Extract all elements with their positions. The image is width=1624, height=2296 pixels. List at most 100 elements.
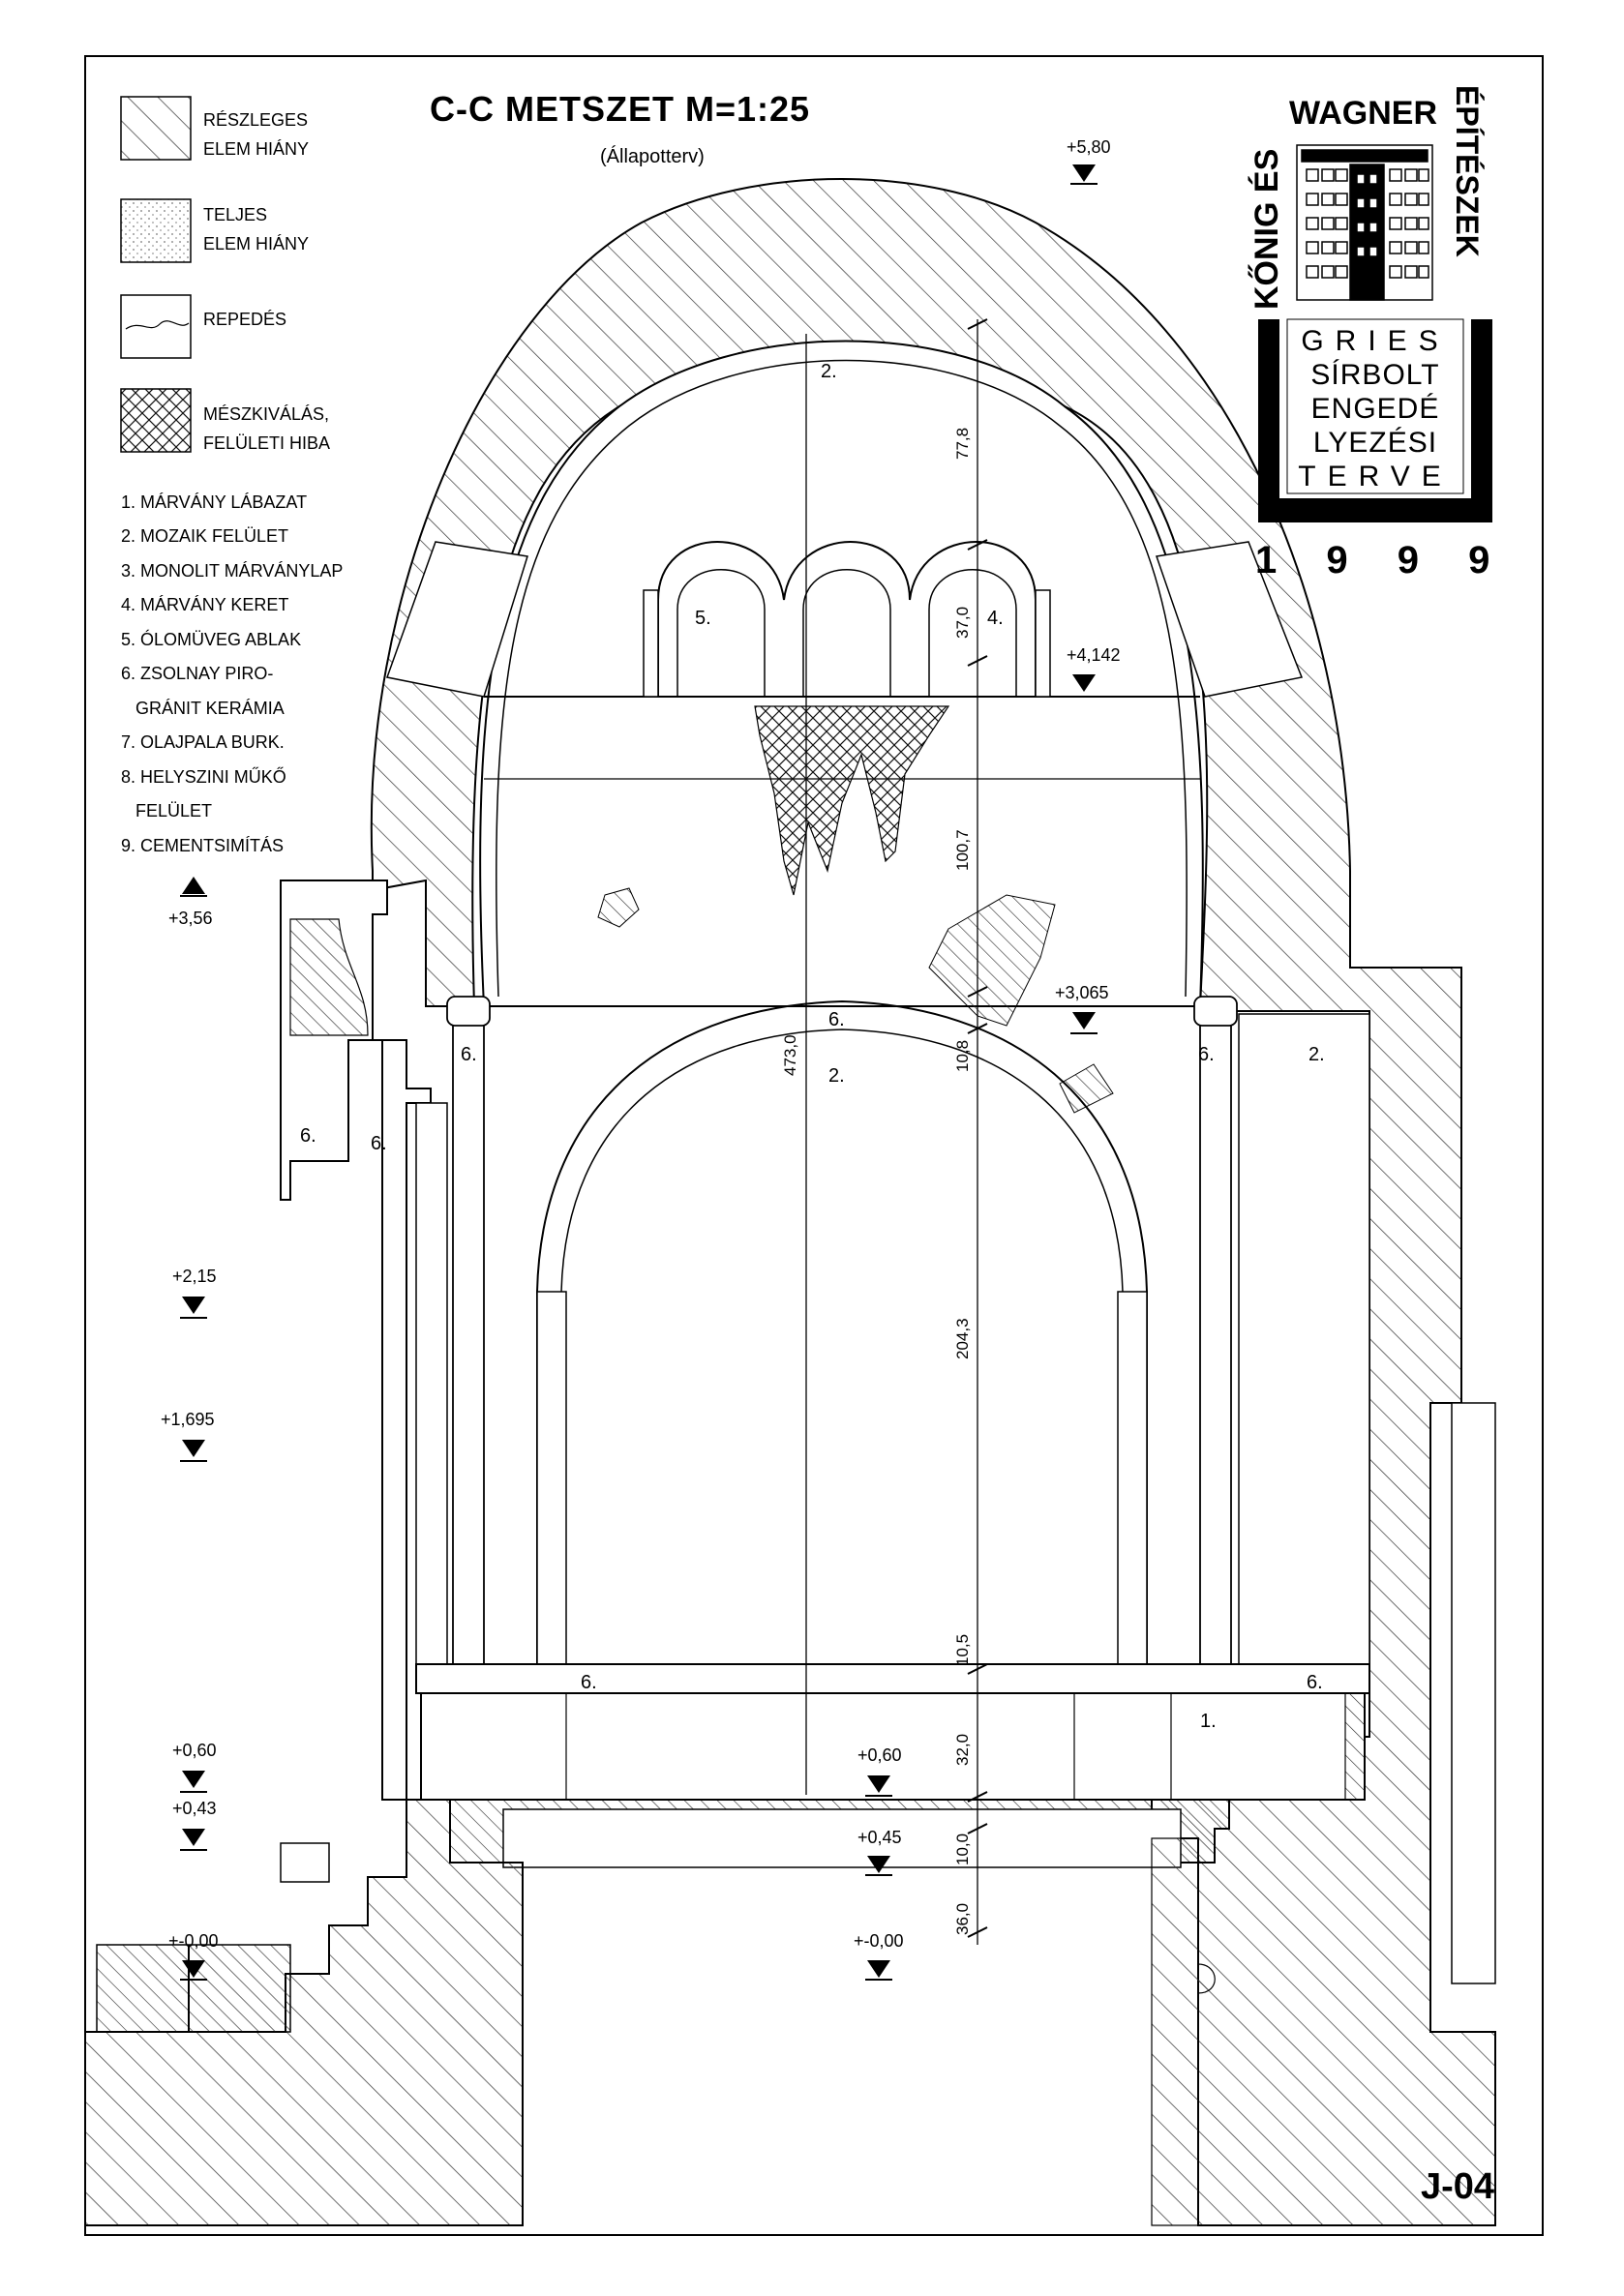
svg-text:+3,065: +3,065 bbox=[1055, 983, 1109, 1002]
legend: RÉSZLEGES ELEM HIÁNY TELJES ELEM HIÁNY R… bbox=[120, 96, 330, 453]
level-043: +0,43 bbox=[172, 1799, 217, 1851]
patch-2 bbox=[928, 894, 1056, 1027]
firm-logo: KŐNIG ÉS WAGNER ÉPÍTÉSZEK bbox=[1248, 85, 1509, 581]
level-215: +2,15 bbox=[172, 1267, 217, 1319]
material-2: 2. MOZAIK FELÜLET bbox=[121, 526, 288, 546]
dim-36-0: 36,0 bbox=[953, 1903, 972, 1935]
level-356: +3,56 bbox=[168, 877, 213, 928]
legend-label-cross-1: MÉSZKIVÁLÁS, bbox=[203, 404, 329, 424]
callout-6-floor-right: 6. bbox=[1307, 1672, 1323, 1693]
left-ground bbox=[84, 1799, 524, 2226]
dome-lining bbox=[496, 359, 1188, 998]
svg-text:+1,695: +1,695 bbox=[161, 1410, 215, 1429]
building-icon bbox=[1296, 144, 1433, 301]
callout-2-top: 2. bbox=[821, 361, 837, 382]
callout-1: 1. bbox=[1200, 1711, 1217, 1732]
right-ground bbox=[1151, 1837, 1216, 2226]
callout-6-arch: 6. bbox=[828, 1009, 845, 1030]
left-capital bbox=[446, 996, 491, 1027]
logo-right-word: ÉPÍTÉSZEK bbox=[1450, 85, 1485, 257]
material-5: 5. ÓLOMÜVEG ABLAK bbox=[121, 629, 301, 649]
callout-6-right-col: 6. bbox=[1198, 1044, 1215, 1065]
callout-2-mid: 2. bbox=[828, 1065, 845, 1087]
dim-473-0: 473,0 bbox=[781, 1034, 799, 1076]
left-cornice-curve bbox=[289, 918, 369, 1036]
level-000-left: +-0,00 bbox=[168, 1931, 219, 1981]
material-1: 1. MÁRVÁNY LÁBAZAT bbox=[121, 492, 307, 512]
callout-4: 4. bbox=[987, 608, 1004, 629]
material-3: 3. MONOLIT MÁRVÁNYLAP bbox=[121, 561, 343, 581]
callout-6-outer2: 6. bbox=[371, 1133, 387, 1154]
level-045: +0,45 bbox=[857, 1828, 902, 1876]
callouts: 2. 5. 4. 6. 2. 6. 6. 2. 6. 6. 6. 6. 1. bbox=[300, 361, 1325, 1732]
left-column bbox=[452, 1005, 485, 1689]
level-4142: +4,142 bbox=[1067, 645, 1121, 698]
sheet-number: J-04 bbox=[1421, 2166, 1494, 2207]
svg-text:+5,80: +5,80 bbox=[1067, 137, 1111, 157]
project-line-5: TERVE bbox=[1298, 461, 1452, 492]
drawing-subtitle: (Állapotterv) bbox=[600, 145, 705, 167]
right-jamb bbox=[1117, 1291, 1148, 1675]
project-title: GRIES SÍRBOLT ENGEDÉ LYEZÉSI TERVE bbox=[1298, 325, 1452, 492]
left-jamb bbox=[536, 1291, 567, 1675]
svg-text:+0,60: +0,60 bbox=[172, 1741, 217, 1760]
dim-37-0: 37,0 bbox=[953, 607, 972, 639]
legend-label-dots-2: ELEM HIÁNY bbox=[203, 234, 309, 253]
floor-slab bbox=[415, 1663, 1370, 1694]
callout-5: 5. bbox=[695, 608, 711, 629]
level-060-left: +0,60 bbox=[172, 1741, 217, 1793]
callout-6-left-col: 6. bbox=[461, 1044, 477, 1065]
left-step-white bbox=[280, 1842, 330, 1883]
sheet-border bbox=[84, 55, 1544, 2236]
dim-204-3: 204,3 bbox=[953, 1318, 972, 1359]
legend-swatch-dots bbox=[120, 198, 192, 263]
logo-year: 1 9 9 9 bbox=[1255, 539, 1509, 581]
legend-label-crack: REPEDÉS bbox=[203, 310, 286, 329]
project-line-1: GRIES bbox=[1301, 325, 1449, 357]
drawing-title: C-C METSZET M=1:25 bbox=[430, 89, 810, 129]
plinth-right-cap bbox=[1344, 1692, 1366, 1801]
material-6a: 6. ZSOLNAY PIRO- bbox=[121, 664, 273, 683]
level-580: +5,80 bbox=[1067, 137, 1111, 185]
left-cornice bbox=[280, 880, 432, 1801]
material-9: 9. CEMENTSIMÍTÁS bbox=[121, 836, 284, 855]
material-8a: 8. HELYSZINI MŰKŐ bbox=[121, 766, 286, 787]
svg-text:+4,142: +4,142 bbox=[1067, 645, 1121, 665]
right-column bbox=[1199, 1005, 1232, 1689]
foundation-void bbox=[502, 1808, 1182, 1868]
plinth-joints bbox=[565, 1693, 1172, 1800]
dimension-ticks bbox=[967, 318, 988, 1938]
level-060-center: +0,60 bbox=[857, 1745, 902, 1797]
dim-10-8: 10,8 bbox=[953, 1040, 972, 1072]
section-drawing bbox=[84, 178, 1496, 2226]
project-line-4: LYEZÉSI bbox=[1313, 427, 1437, 459]
dim-77-8: 77,8 bbox=[953, 428, 972, 460]
efflorescence-stain bbox=[754, 705, 950, 896]
svg-text:+0,60: +0,60 bbox=[857, 1745, 902, 1765]
dimension-texts: 77,8 37,0 100,7 10,8 473,0 204,3 10,5 32… bbox=[781, 428, 972, 1935]
callout-2-right: 2. bbox=[1308, 1044, 1325, 1065]
dim-10-5: 10,5 bbox=[953, 1634, 972, 1666]
legend-swatch-partial bbox=[120, 96, 192, 161]
inner-arch bbox=[536, 999, 1148, 1674]
svg-text:+-0,00: +-0,00 bbox=[168, 1931, 219, 1951]
project-line-2: SÍRBOLT bbox=[1310, 359, 1439, 391]
dim-32-0: 32,0 bbox=[953, 1734, 972, 1766]
legend-label-cross-2: FELÜLETI HIBA bbox=[203, 433, 330, 453]
svg-text:+2,15: +2,15 bbox=[172, 1267, 217, 1286]
svg-text:+-0,00: +-0,00 bbox=[854, 1931, 904, 1951]
level-3065: +3,065 bbox=[1055, 983, 1109, 1034]
svg-text:+0,43: +0,43 bbox=[172, 1799, 217, 1818]
right-wall-panel bbox=[1238, 1013, 1370, 1689]
logo-top-word: WAGNER bbox=[1289, 95, 1437, 132]
inner-dome bbox=[479, 340, 1204, 1007]
project-frame bbox=[1258, 319, 1492, 522]
crack-icon bbox=[125, 320, 190, 330]
materials-list: 1. MÁRVÁNY LÁBAZAT 2. MOZAIK FELÜLET 3. … bbox=[121, 492, 343, 855]
material-6b: GRÁNIT KERÁMIA bbox=[121, 699, 285, 718]
level-1695: +1,695 bbox=[161, 1410, 215, 1462]
left-step-block bbox=[96, 1944, 291, 2033]
dim-100-7: 100,7 bbox=[953, 829, 972, 871]
logo-left-word: KŐNIG ÉS bbox=[1248, 149, 1285, 310]
